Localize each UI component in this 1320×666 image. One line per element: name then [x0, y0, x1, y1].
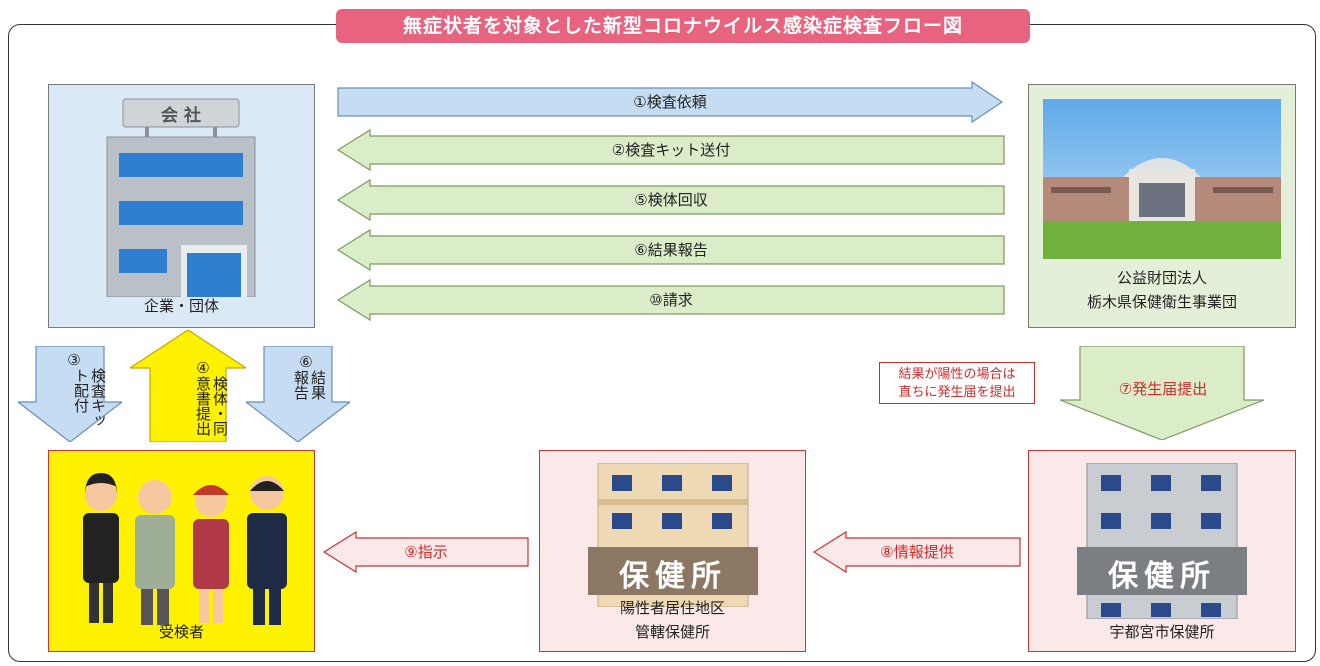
health-center-utsunomiya-label: 宇都宮市保健所	[1109, 623, 1215, 641]
arrow-flow-5: ⑤検体回収	[336, 178, 1005, 222]
flow-7-label: ⑦発生届提出	[1118, 380, 1208, 398]
flow-4-num: ④	[196, 359, 210, 377]
flow-9-label: ⑨指示	[404, 543, 448, 561]
org-label-line2: 栃木県保健衛生事業団	[1086, 293, 1237, 311]
flow-1-label: ①検査依頼	[633, 93, 707, 111]
arrow-flow-6b	[246, 346, 350, 442]
health-center-sign-text: 保健所	[1108, 559, 1216, 594]
arrow-flow-3	[18, 346, 122, 442]
arrow-flow-1: ①検査依頼	[337, 80, 1004, 124]
flow-6-label: ⑥結果報告	[634, 241, 708, 259]
arrow-flow-2: ②検査キット送付	[336, 128, 1005, 172]
arrow-flow-8: ⑧情報提供	[812, 530, 1021, 574]
company-label: 企業・団体	[143, 297, 219, 315]
office-building-icon	[106, 98, 256, 297]
flow-8-label: ⑧情報提供	[880, 543, 954, 561]
arrow-flow-6: ⑥結果報告	[336, 228, 1005, 272]
node-org: 公益財団法人 栃木県保健衛生事業団	[1028, 84, 1296, 328]
arrow-flow-9: ⑨指示	[322, 530, 529, 574]
flow-10-label: ⑩請求	[649, 291, 693, 309]
flow-4-text: 検体・同意書提出	[150, 376, 229, 440]
arrow-flow-7	[1060, 346, 1264, 440]
flow-6b-text-value: 結果報告	[292, 370, 327, 400]
diagram-title: 無症状者を対象とした新型コロナウイルス感染症検査フロー図	[336, 9, 1030, 43]
health-center-residence-line1: 陽性者居住地区	[619, 599, 725, 617]
node-examinee: 受検者	[48, 450, 315, 652]
flow-5-label: ⑤検体回収	[634, 191, 708, 209]
flow-6b-text: 結果報告	[266, 370, 327, 414]
flow-3-text: 検査キット配付	[32, 368, 107, 428]
arrow-flow-4	[130, 330, 246, 442]
examinee-label: 受検者	[158, 623, 204, 641]
node-company: 会 社 企業・団体	[48, 84, 315, 328]
arrow-flow-10: ⑩請求	[336, 278, 1005, 322]
people-group-icon	[83, 473, 287, 625]
positive-note-line2: 直ちに発生届を提出	[898, 385, 1016, 400]
node-health-center-residence: 保健所 陽性者居住地区 管轄保健所	[539, 450, 806, 652]
flow-2-label: ②検査キット送付	[611, 141, 731, 159]
health-center-sign-text: 保健所	[619, 559, 727, 594]
flow-3-num: ③	[67, 351, 81, 369]
positive-note-line1: 結果が陽性の場合は	[898, 367, 1016, 382]
health-center-residence-line2: 管轄保健所	[634, 623, 710, 641]
org-label-line1: 公益財団法人	[1116, 269, 1207, 287]
flow-3-text-value: 検査キット配付	[72, 368, 107, 428]
flow-4-text-value: 検体・同意書提出	[194, 376, 229, 436]
flow-6b-num: ⑥	[299, 353, 313, 371]
company-sign-text: 会 社	[161, 106, 201, 126]
node-health-center-utsunomiya: 保健所 宇都宮市保健所	[1028, 450, 1296, 652]
positive-note: 結果が陽性の場合は 直ちに発生届を提出	[879, 362, 1035, 404]
org-building-photo	[1043, 99, 1281, 259]
health-center-building-icon	[588, 463, 758, 607]
health-center-building-icon	[1077, 463, 1247, 619]
